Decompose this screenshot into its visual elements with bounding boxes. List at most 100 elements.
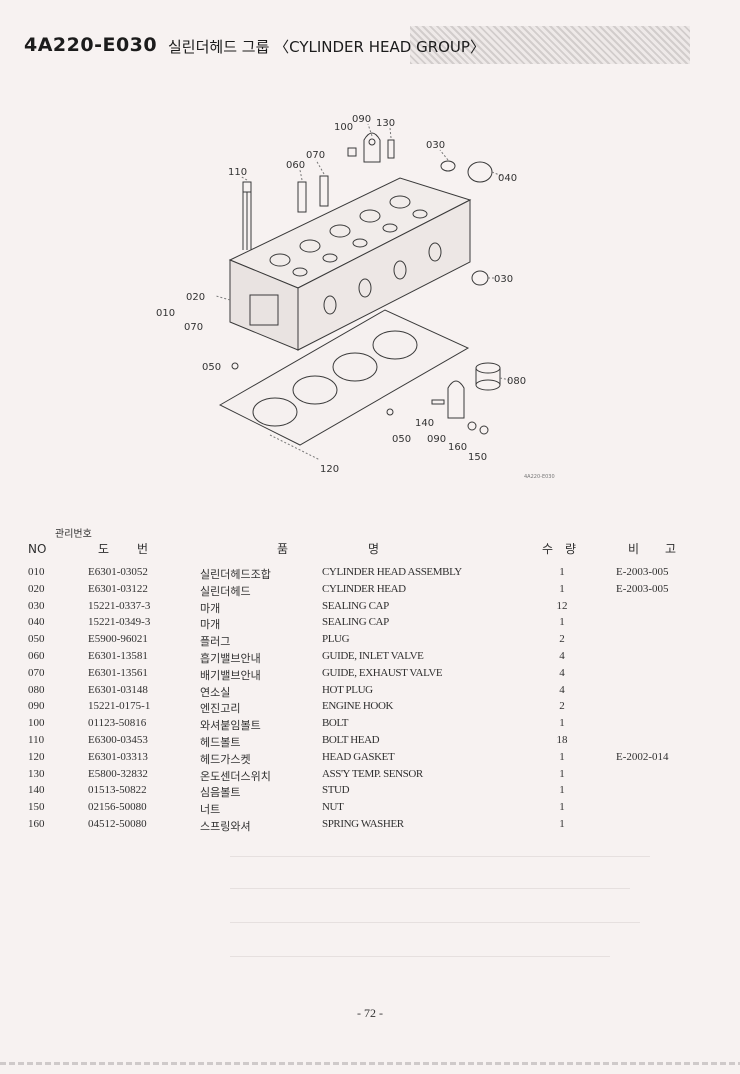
callout-120: 120: [320, 464, 339, 475]
row-quantity: 1: [559, 767, 565, 780]
callout-140: 140: [415, 418, 434, 429]
scan-artifact: [230, 922, 640, 923]
leader-lines: [215, 123, 511, 461]
stud: [431, 399, 445, 405]
sealing-cap-large: [467, 161, 493, 183]
row-remark: E-2003-005: [616, 566, 669, 578]
row-part-number: 01513-50822: [88, 784, 147, 797]
row-quantity: 1: [559, 582, 565, 595]
hot-plug: [475, 362, 501, 391]
footer-rule: [0, 1062, 740, 1065]
row-no: 040: [28, 616, 45, 629]
row-no: 160: [28, 817, 45, 830]
row-quantity: 1: [559, 801, 565, 814]
valve-guides: [297, 175, 329, 213]
row-korean-name: 심음볼트: [200, 787, 241, 800]
row-quantity: 4: [559, 649, 565, 662]
row-remark: E-2002-014: [616, 750, 669, 763]
temp-sensor: [387, 139, 395, 159]
row-quantity: 2: [559, 700, 565, 713]
row-part-number: E6301-03148: [88, 683, 148, 696]
nut: [479, 425, 489, 435]
row-part-number: E6301-03052: [88, 566, 148, 578]
row-part-number: E6301-13561: [88, 666, 148, 679]
exploded-diagram: 100 090 130 030 040 110 060 070 020 010 …: [150, 100, 590, 485]
row-korean-name: 헤드가스켓: [200, 753, 251, 766]
row-korean-name: 실린더헤드조합: [200, 569, 271, 581]
callout-070-lower: 070: [184, 322, 203, 333]
row-english-name: GUIDE, EXHAUST VALVE: [322, 666, 443, 679]
callout-150: 150: [468, 452, 487, 463]
callout-030: 030: [426, 140, 445, 151]
row-no: 080: [28, 683, 45, 696]
table-header: NO 관리번호 도번 품명 수량 비고: [22, 530, 712, 566]
row-no: 070: [28, 666, 45, 679]
row-part-number: 15221-0349-3: [88, 616, 151, 629]
head-bolt: [242, 181, 252, 250]
row-quantity: 1: [559, 750, 565, 763]
row-quantity: 4: [559, 683, 565, 696]
head-ports: [269, 195, 428, 277]
row-part-number: E5800-32832: [88, 767, 148, 780]
cylinder-head-side: [297, 199, 471, 351]
row-part-number: 01123-50816: [88, 717, 147, 730]
row-remark: E-2003-005: [616, 582, 669, 595]
sealing-cap-small: [440, 160, 456, 172]
page-header: 4A220-E030 실린더헤드 그룹 〈CYLINDER HEAD GROUP…: [0, 20, 740, 72]
plug-front: [231, 362, 239, 370]
row-korean-name: 온도센더스위치: [200, 770, 271, 783]
row-no: 010: [28, 566, 45, 578]
diagram-svg: 100 090 130 030 040 110 060 070 020 010 …: [156, 114, 555, 480]
row-korean-name: 너트: [200, 804, 221, 817]
row-korean-name: 실린더헤드: [200, 585, 251, 598]
row-english-name: BOLT: [322, 717, 349, 730]
page-title: 실린더헤드 그룹 〈CYLINDER HEAD GROUP〉: [168, 38, 485, 56]
header-band: [410, 26, 690, 64]
row-no: 110: [28, 733, 45, 746]
row-english-name: ASS'Y TEMP. SENSOR: [322, 767, 423, 780]
callout-030-side: 030: [494, 274, 513, 285]
header-drawing: 도번: [98, 542, 177, 556]
row-quantity: 1: [559, 784, 565, 797]
hook-bolt: [347, 147, 357, 157]
row-part-number: E6300-03453: [88, 733, 148, 746]
header-remark: 비고: [628, 542, 703, 556]
figure-code: 4A220-E030: [524, 474, 555, 480]
scan-artifact: [230, 856, 650, 857]
row-quantity: 12: [556, 599, 568, 612]
row-part-number: 04512-50080: [88, 817, 147, 830]
callout-100: 100: [334, 122, 353, 133]
row-no: 090: [28, 700, 45, 713]
row-english-name: GUIDE, INLET VALVE: [322, 649, 424, 662]
row-english-name: CYLINDER HEAD ASSEMBLY: [322, 566, 462, 578]
header-mgmt: 관리번호: [55, 529, 92, 540]
row-quantity: 1: [559, 616, 565, 629]
row-english-name: STUD: [322, 784, 350, 797]
callout-060: 060: [286, 160, 305, 171]
callout-090: 090: [352, 114, 371, 125]
callout-050-lower: 050: [392, 434, 411, 445]
row-english-name: NUT: [322, 801, 344, 814]
row-no: 060: [28, 649, 45, 662]
row-no: 020: [28, 582, 45, 595]
row-no: 050: [28, 633, 45, 646]
row-korean-name: 엔진고리: [200, 703, 241, 716]
callout-070: 070: [306, 150, 325, 161]
gasket-bores: [252, 330, 418, 427]
row-quantity: 18: [556, 733, 568, 746]
scan-artifact: [230, 956, 610, 957]
row-part-number: E5900-96021: [88, 633, 148, 646]
row-part-number: 15221-0337-3: [88, 599, 151, 612]
row-english-name: ENGINE HOOK: [322, 700, 394, 713]
row-korean-name: 스프링와셔: [200, 820, 251, 833]
row-english-name: SEALING CAP: [322, 616, 389, 629]
